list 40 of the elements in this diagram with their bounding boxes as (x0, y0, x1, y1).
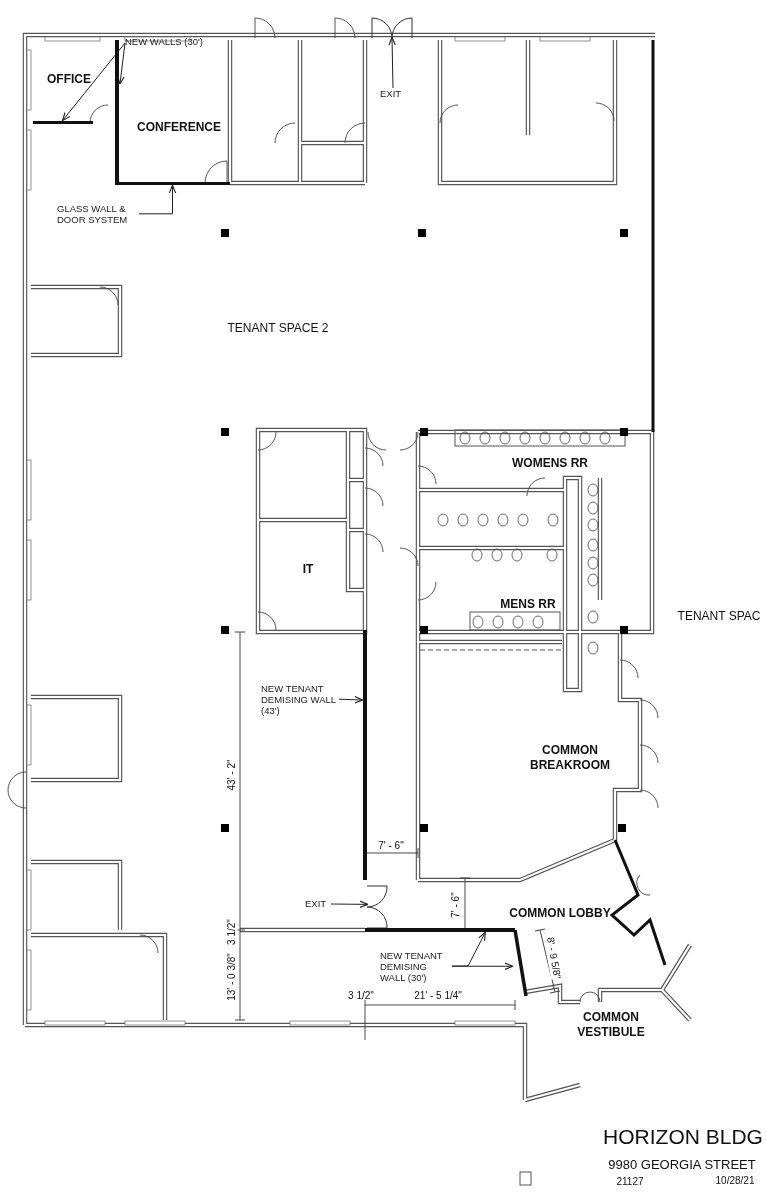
building-name: HORIZON BLDG (603, 1125, 763, 1149)
callout-text: NEW WALLS (30') (125, 36, 217, 50)
room-label: MENS RR (500, 596, 556, 612)
room-label: WOMENS RR (512, 455, 588, 471)
leader-line (117, 42, 126, 85)
callout-text: NEW TENANT DEMISING WALL (43') (261, 683, 339, 719)
leader-line (388, 36, 396, 89)
leader-line (330, 900, 369, 909)
new-wall (362, 630, 368, 880)
address-text: 9980 GEORGIA STREET (608, 1157, 756, 1173)
callout-text: GLASS WALL & DOOR SYSTEM (57, 203, 139, 227)
new-wall (114, 40, 120, 185)
dimension-text: 13' - 0 3/8" (224, 953, 238, 1001)
room-label: TENANT SPAC (677, 608, 761, 624)
room-label: COMMON BREAKROOM (529, 743, 611, 773)
new-wall (365, 927, 515, 933)
room-label: IT (302, 561, 314, 577)
callout-text: EXIT (380, 88, 406, 100)
project-number: 21127 (616, 1174, 644, 1188)
room-label: COMMON LOBBY (509, 905, 611, 921)
leader-line (451, 962, 514, 971)
leader-line (338, 696, 364, 704)
dimension-text: 3 1/2" (224, 919, 238, 945)
new-wall (512, 930, 528, 996)
dimension-text: 7' - 6" (448, 892, 462, 918)
callout-text: NEW TENANT DEMISING WALL (30') (380, 950, 452, 986)
dimension-text: 21' - 5 1/4" (414, 988, 462, 1002)
dimension-text: 3 1/2" (348, 988, 374, 1002)
dimension-text: 43' - 2" (224, 759, 238, 791)
room-label: TENANT SPACE 2 (227, 320, 329, 336)
dimension-text: 7' - 6" (378, 838, 404, 852)
date-text: 10/28/21 (715, 1173, 755, 1187)
room-label: COMMON VESTIBULE (576, 1010, 646, 1040)
room-label: OFFICE (47, 71, 91, 87)
callout-text: EXIT (305, 898, 331, 910)
exit-door (367, 885, 389, 929)
new-wall (33, 120, 93, 125)
leader-line (138, 184, 177, 215)
leader-line (61, 42, 126, 122)
room-label: CONFERENCE (137, 119, 221, 135)
